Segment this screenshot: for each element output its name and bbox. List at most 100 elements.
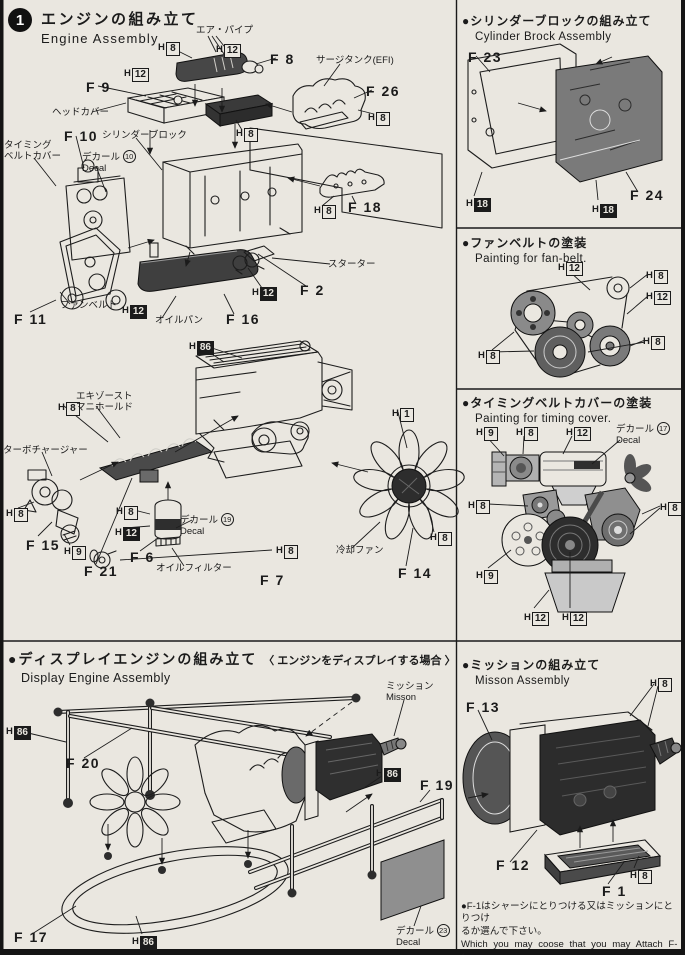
timing-title-en: Painting for timing cover. bbox=[475, 413, 612, 425]
display-title-note: 〈 エンジンをディスプレイする場合 〉 bbox=[263, 655, 456, 667]
cylinder-block-sketch bbox=[467, 43, 663, 201]
part-name-label: オイルフィルター bbox=[156, 563, 232, 574]
part-code-label: F 9 bbox=[86, 79, 111, 95]
misson-header: ●ミッションの組み立て Misson Assembly bbox=[462, 656, 600, 687]
part-code-label: F 11 bbox=[14, 311, 48, 327]
misson-note: ●F-1はシャーシにとりつける又はミッションにとりつけ るか選んで下さい。 Wh… bbox=[461, 901, 679, 955]
part-code-label: F 17 bbox=[14, 929, 49, 945]
part-code-label: F 21 bbox=[84, 563, 119, 579]
part-name-label: ファンベルト bbox=[60, 300, 118, 311]
part-code-label: F 20 bbox=[66, 755, 101, 771]
display-engine-header: ●ディスプレイエンジンの組み立て 〈 エンジンをディスプレイする場合 〉 Dis… bbox=[8, 649, 456, 685]
part-code-label: F 14 bbox=[398, 565, 433, 581]
cylinder-title-en: Cylinder Brock Assembly bbox=[475, 31, 612, 43]
misson-note-jp-line2: るか選んで下さい。 bbox=[461, 925, 547, 937]
part-code-label: F 1 bbox=[602, 883, 627, 899]
part-code-label: F 18 bbox=[348, 199, 383, 215]
cylinder-title-jp: ●シリンダーブロックの組み立て bbox=[462, 14, 652, 28]
part-name-label: シリンダーブロック bbox=[102, 130, 187, 141]
misson-title-jp: ●ミッションの組み立て bbox=[462, 658, 601, 672]
fan-belt-sketch bbox=[491, 271, 649, 378]
part-name-label: オイルパン bbox=[155, 315, 203, 326]
step1-title-jp: エンジンの組み立て bbox=[41, 11, 199, 28]
part-code-label: F 15 bbox=[26, 537, 61, 553]
step1-header: 1 エンジンの組み立て Engine Assembly bbox=[8, 8, 199, 46]
part-code-label: F 23 bbox=[468, 49, 503, 65]
misson-title-en: Misson Assembly bbox=[475, 675, 570, 687]
step-number-badge: 1 bbox=[8, 8, 32, 32]
part-code-label: F 13 bbox=[466, 699, 501, 715]
fanbelt-title-en: Painting for fan-belt. bbox=[475, 253, 587, 265]
part-code-label: F 16 bbox=[226, 311, 261, 327]
part-code-label: F 24 bbox=[630, 187, 665, 203]
misson-note-en-line1: Which you may coose that you may Attach … bbox=[461, 939, 678, 955]
display-engine-sketch bbox=[23, 693, 445, 935]
part-name-label: エア・パイプ bbox=[196, 25, 254, 36]
part-code-label: F 8 bbox=[270, 51, 295, 67]
part-code-label: F 7 bbox=[260, 572, 285, 588]
part-name-label: ヘッドカバー bbox=[52, 107, 110, 118]
step1-title-en: Engine Assembly bbox=[41, 31, 159, 46]
part-code-label: F 6 bbox=[130, 549, 155, 565]
display-title-jp: ●ディスプレイエンジンの組み立て bbox=[8, 651, 258, 667]
display-title-en: Display Engine Assembly bbox=[21, 671, 171, 685]
part-code-label: F 10 bbox=[64, 128, 99, 144]
timing-cover-header: ●タイミングベルトカバーの塗装 Painting for timing cove… bbox=[462, 394, 652, 425]
engine-assembly-sketch bbox=[17, 35, 465, 569]
misson-assembly-sketch bbox=[462, 683, 682, 886]
cylinder-block-header: ●シリンダーブロックの組み立て Cylinder Brock Assembly bbox=[462, 12, 652, 43]
part-name-label: ターボチャージャー bbox=[3, 445, 88, 456]
timing-cover-sketch bbox=[485, 435, 661, 613]
fan-belt-header: ●ファンベルトの塗装 Painting for fan-belt. bbox=[462, 234, 587, 265]
part-code-label: F 2 bbox=[300, 282, 325, 298]
part-code-label: F 26 bbox=[366, 83, 401, 99]
part-name-label: タイミングベルトカバー bbox=[4, 140, 62, 162]
part-code-label: F 12 bbox=[496, 857, 531, 873]
part-name-label: エキゾーストマニホールド bbox=[76, 391, 134, 413]
part-name-label: 冷却ファン bbox=[336, 545, 384, 556]
fanbelt-title-jp: ●ファンベルトの塗装 bbox=[462, 236, 588, 250]
